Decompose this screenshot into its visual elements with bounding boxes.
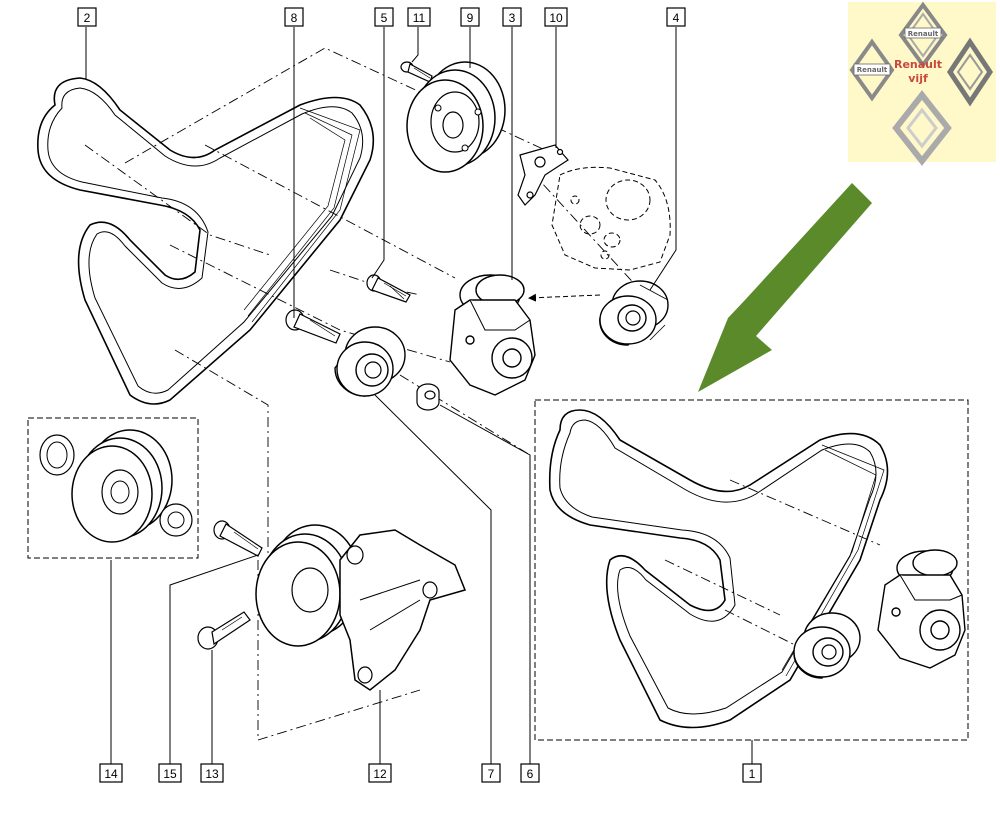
belt-kit-1-belt [548,409,889,729]
callout-15: 15 [158,763,182,783]
callout-14-label: 14 [104,767,118,781]
callout-9-label: 9 [467,11,474,25]
crankshaft-pulley-14 [39,429,193,543]
callout-5-label: 5 [381,11,388,25]
callout-6-label: 6 [527,767,534,781]
callout-2-label: 2 [84,11,91,25]
callout-11-label: 11 [413,11,426,25]
callout-10: 10 [544,7,568,27]
renault-logo-icon-bottom [892,90,952,166]
bracket-10 [517,144,569,206]
callout-8-label: 8 [291,11,298,25]
drive-belt-2 [37,77,375,405]
bolt-5 [366,274,411,303]
callout-3: 3 [502,7,522,27]
callout-6: 6 [520,763,540,783]
cap-6 [416,383,440,411]
callout-3-label: 3 [509,11,516,25]
callout-15-label: 15 [163,767,177,781]
brand-logo-panel: Renault Renault Renault vijf [848,1,996,166]
callout-4-label: 4 [673,11,680,25]
belt-kit-1-tensioner [877,549,966,669]
leader-lines [85,27,753,764]
callout-9: 9 [460,7,480,27]
renault-logo-icon: Renault [898,1,948,69]
logo-small-brand: Renault [908,30,939,38]
roller-arrow [528,293,601,302]
callouts: 2 8 5 11 9 3 10 4 [77,7,762,783]
construction-lines [84,47,881,760]
callout-1-label: 1 [749,767,756,781]
highlight-arrow [698,183,872,392]
callout-5: 5 [374,7,394,27]
idler-roller-7 [334,326,406,397]
renault-logo-icon-left: Renault [849,38,895,102]
logo-caption-text: vijf [908,72,928,85]
logo-brand-text: Renault [894,58,942,71]
callout-11: 11 [407,7,431,27]
logo-left-brand: Renault [857,66,888,74]
kit-box-1 [534,399,969,741]
callout-7-label: 7 [488,767,495,781]
callout-2: 2 [77,7,97,27]
bolt-11 [400,61,433,83]
callout-13-label: 13 [205,767,219,781]
bolt-13 [197,611,251,650]
pulley-9 [406,61,506,173]
idler-roller-4 [599,280,669,346]
kit-box-14 [27,417,199,559]
bolt-15 [213,520,263,557]
renault-logo-icon-right [946,37,994,107]
belt-kit-1-roller [793,612,861,679]
bolt-8 [285,309,341,344]
callout-1: 1 [742,763,762,783]
belt-tensioner-3 [449,274,536,396]
bracket-12 [255,524,467,691]
callout-10-label: 10 [549,11,563,25]
callout-12-label: 12 [373,767,387,781]
callout-12: 12 [368,763,392,783]
callout-8: 8 [284,7,304,27]
pump-outline [551,166,671,271]
callout-4: 4 [666,7,686,27]
callout-14: 14 [99,763,123,783]
callout-7: 7 [481,763,501,783]
callout-13: 13 [200,763,224,783]
